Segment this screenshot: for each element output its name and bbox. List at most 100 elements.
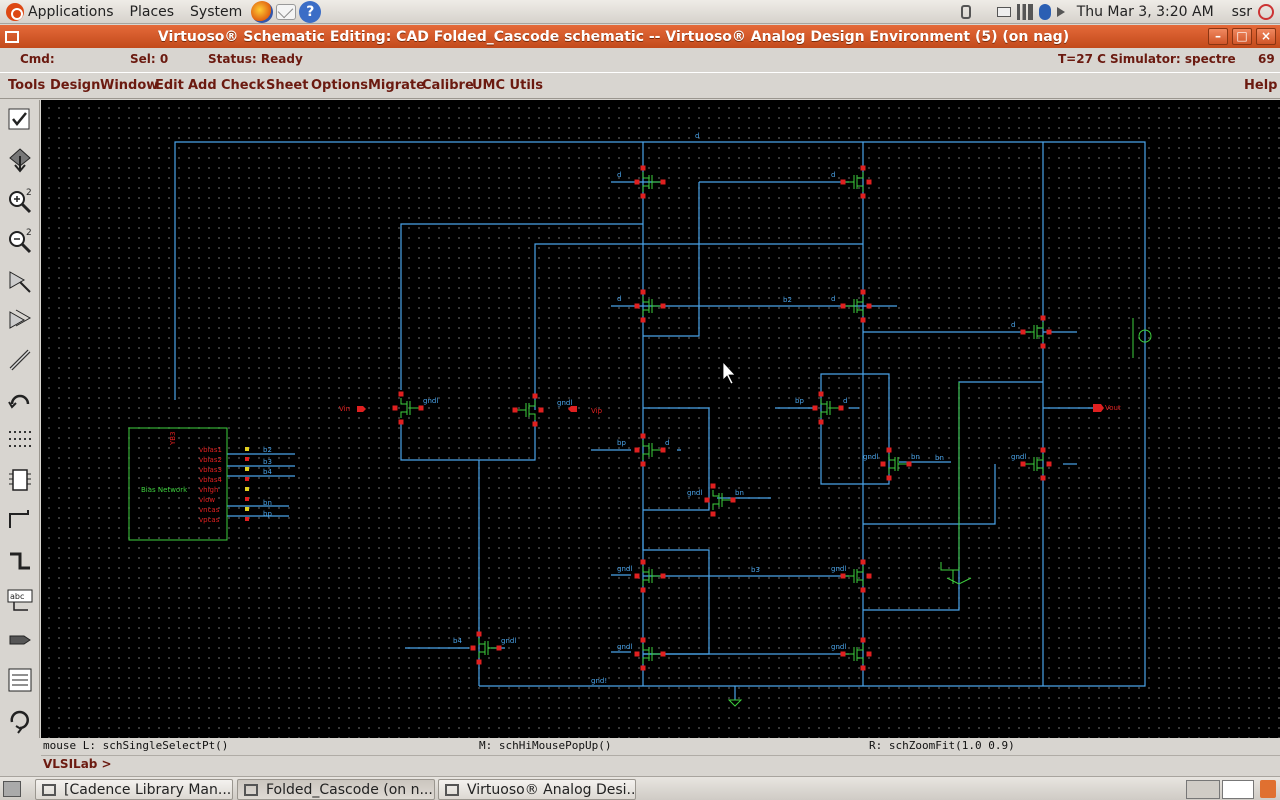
zoom-out-icon[interactable]: 2	[4, 224, 36, 256]
menu-options[interactable]: Options	[311, 78, 368, 93]
menu-window[interactable]: Window	[100, 78, 159, 93]
property-icon[interactable]	[4, 664, 36, 696]
help-icon[interactable]: ?	[299, 0, 322, 23]
wire-icon[interactable]	[4, 344, 36, 376]
bias-pin-dot	[245, 467, 249, 471]
menu-edit[interactable]: Edit	[155, 78, 184, 93]
menu-help[interactable]: Help	[1244, 78, 1278, 93]
workspace-1[interactable]	[1186, 780, 1220, 799]
pin-dot	[660, 303, 666, 309]
pin-icon[interactable]	[4, 624, 36, 656]
window-titlebar[interactable]: Virtuoso® Schematic Editing: CAD Folded_…	[0, 25, 1280, 48]
workspace-2[interactable]	[1222, 780, 1254, 799]
shutdown-icon[interactable]	[1258, 4, 1274, 20]
vip-pin[interactable]	[568, 406, 577, 412]
pin-dot	[730, 497, 736, 503]
repeat-icon[interactable]	[4, 704, 36, 736]
firefox-icon[interactable]	[251, 0, 274, 23]
bluetooth-icon[interactable]	[1038, 4, 1051, 20]
system-tray: Thu Mar 3, 3:20 AM ssr	[960, 0, 1280, 24]
window-icon	[244, 783, 258, 796]
label-icon[interactable]: abc	[4, 584, 36, 616]
power-plug-icon[interactable]	[960, 5, 971, 19]
volume-icon[interactable]	[1056, 7, 1065, 17]
schematic-canvas[interactable]: d Vin Vip Vout gnd! Bias Network YB3 vbi…	[41, 100, 1280, 738]
pin-dot	[634, 573, 640, 579]
task-folded-cascode[interactable]: Folded_Cascode (on n...	[237, 779, 435, 800]
menu-calibre[interactable]: Calibre	[422, 78, 474, 93]
task-analog-design[interactable]: Virtuoso® Analog Desi...	[438, 779, 636, 800]
bias-pin-dot	[245, 517, 249, 521]
maximize-button[interactable]: □	[1232, 28, 1252, 45]
clock[interactable]: Thu Mar 3, 3:20 AM	[1076, 4, 1214, 20]
menu-umc-utils[interactable]: UMC Utils	[472, 78, 543, 93]
system-label: System	[190, 3, 243, 20]
network-icon[interactable]	[1016, 4, 1033, 20]
close-button[interactable]: ×	[1256, 28, 1276, 45]
command-line[interactable]: VLSILab >	[41, 755, 1280, 773]
pin-dot	[840, 573, 846, 579]
mosfet-16[interactable]	[478, 638, 499, 658]
mosfet-6[interactable]	[515, 400, 536, 420]
pin-dot	[1046, 461, 1052, 467]
stretch-icon[interactable]	[4, 264, 36, 296]
bias-network-block[interactable]	[128, 427, 228, 541]
left-toolbar: 2 2 abc	[0, 100, 40, 738]
task-library-manager[interactable]: [Cadence Library Man...	[35, 779, 233, 800]
grid-icon[interactable]	[4, 424, 36, 456]
wire-narrow-icon[interactable]	[4, 504, 36, 536]
mosfet-8[interactable]	[820, 398, 841, 418]
window-menu-icon[interactable]	[5, 30, 19, 43]
minimize-button[interactable]: –	[1208, 28, 1228, 45]
mosfet-7[interactable]	[642, 440, 663, 460]
menu-design[interactable]: Design	[50, 78, 101, 93]
system-menu[interactable]: System	[180, 0, 248, 24]
svg-text:2: 2	[26, 188, 32, 198]
vin-pin[interactable]	[357, 406, 366, 412]
menu-tools[interactable]: Tools	[8, 78, 46, 93]
check-save-icon[interactable]	[4, 104, 36, 136]
trash-icon[interactable]	[1260, 780, 1276, 798]
vip-label: Vip	[591, 407, 603, 415]
places-menu[interactable]: Places	[120, 0, 181, 24]
mosfet-5[interactable]	[400, 398, 421, 418]
top-panel: Applications Places System ? Thu Mar 3, …	[0, 0, 1280, 24]
mosfet-4[interactable]	[1023, 322, 1044, 342]
user-name[interactable]: ssr	[1231, 4, 1252, 20]
wire-wide-icon[interactable]	[4, 544, 36, 576]
undo-icon[interactable]	[4, 384, 36, 416]
instance-icon[interactable]	[4, 464, 36, 496]
copy-icon[interactable]	[4, 304, 36, 336]
body-net-label: bn	[911, 453, 920, 461]
menu-check[interactable]: Check	[221, 78, 265, 93]
applications-menu[interactable]: Applications	[0, 0, 120, 24]
show-desktop-icon[interactable]	[3, 781, 21, 797]
menu-migrate[interactable]: Migrate	[368, 78, 425, 93]
bias-pin-label: vlow	[199, 496, 215, 504]
pin-dot	[640, 665, 646, 671]
mosfet-9[interactable]	[888, 454, 909, 474]
pin-dot	[532, 393, 538, 399]
menu-add[interactable]: Add	[188, 78, 217, 93]
window-title: Virtuoso® Schematic Editing: CAD Folded_…	[157, 28, 1070, 45]
net-label: b3	[751, 566, 760, 574]
bias-pin-label: vbias2	[199, 456, 222, 464]
vout-pin[interactable]	[1093, 404, 1104, 412]
gate-net-label: d	[617, 295, 621, 303]
pin-dot	[476, 659, 482, 665]
mosfet-1[interactable]	[843, 172, 864, 192]
mosfet-10[interactable]	[712, 490, 733, 510]
bias-pin-dot	[245, 447, 249, 451]
status-text: Status: Ready	[208, 52, 303, 66]
descend-icon[interactable]	[4, 144, 36, 176]
schematic-drawing[interactable]: d Vin Vip Vout gnd! Bias Network YB3 vbi…	[41, 100, 1280, 738]
mail-icon[interactable]	[276, 3, 297, 20]
menu-sheet[interactable]: Sheet	[266, 78, 309, 93]
bias-output-label: bp	[263, 510, 272, 518]
pin-dot	[1020, 329, 1026, 335]
gate-net-label: gndl	[687, 489, 702, 497]
keyboard-icon[interactable]	[996, 7, 1011, 17]
body-net-label: d	[843, 397, 847, 405]
pin-dot	[710, 483, 716, 489]
zoom-in-icon[interactable]: 2	[4, 184, 36, 216]
